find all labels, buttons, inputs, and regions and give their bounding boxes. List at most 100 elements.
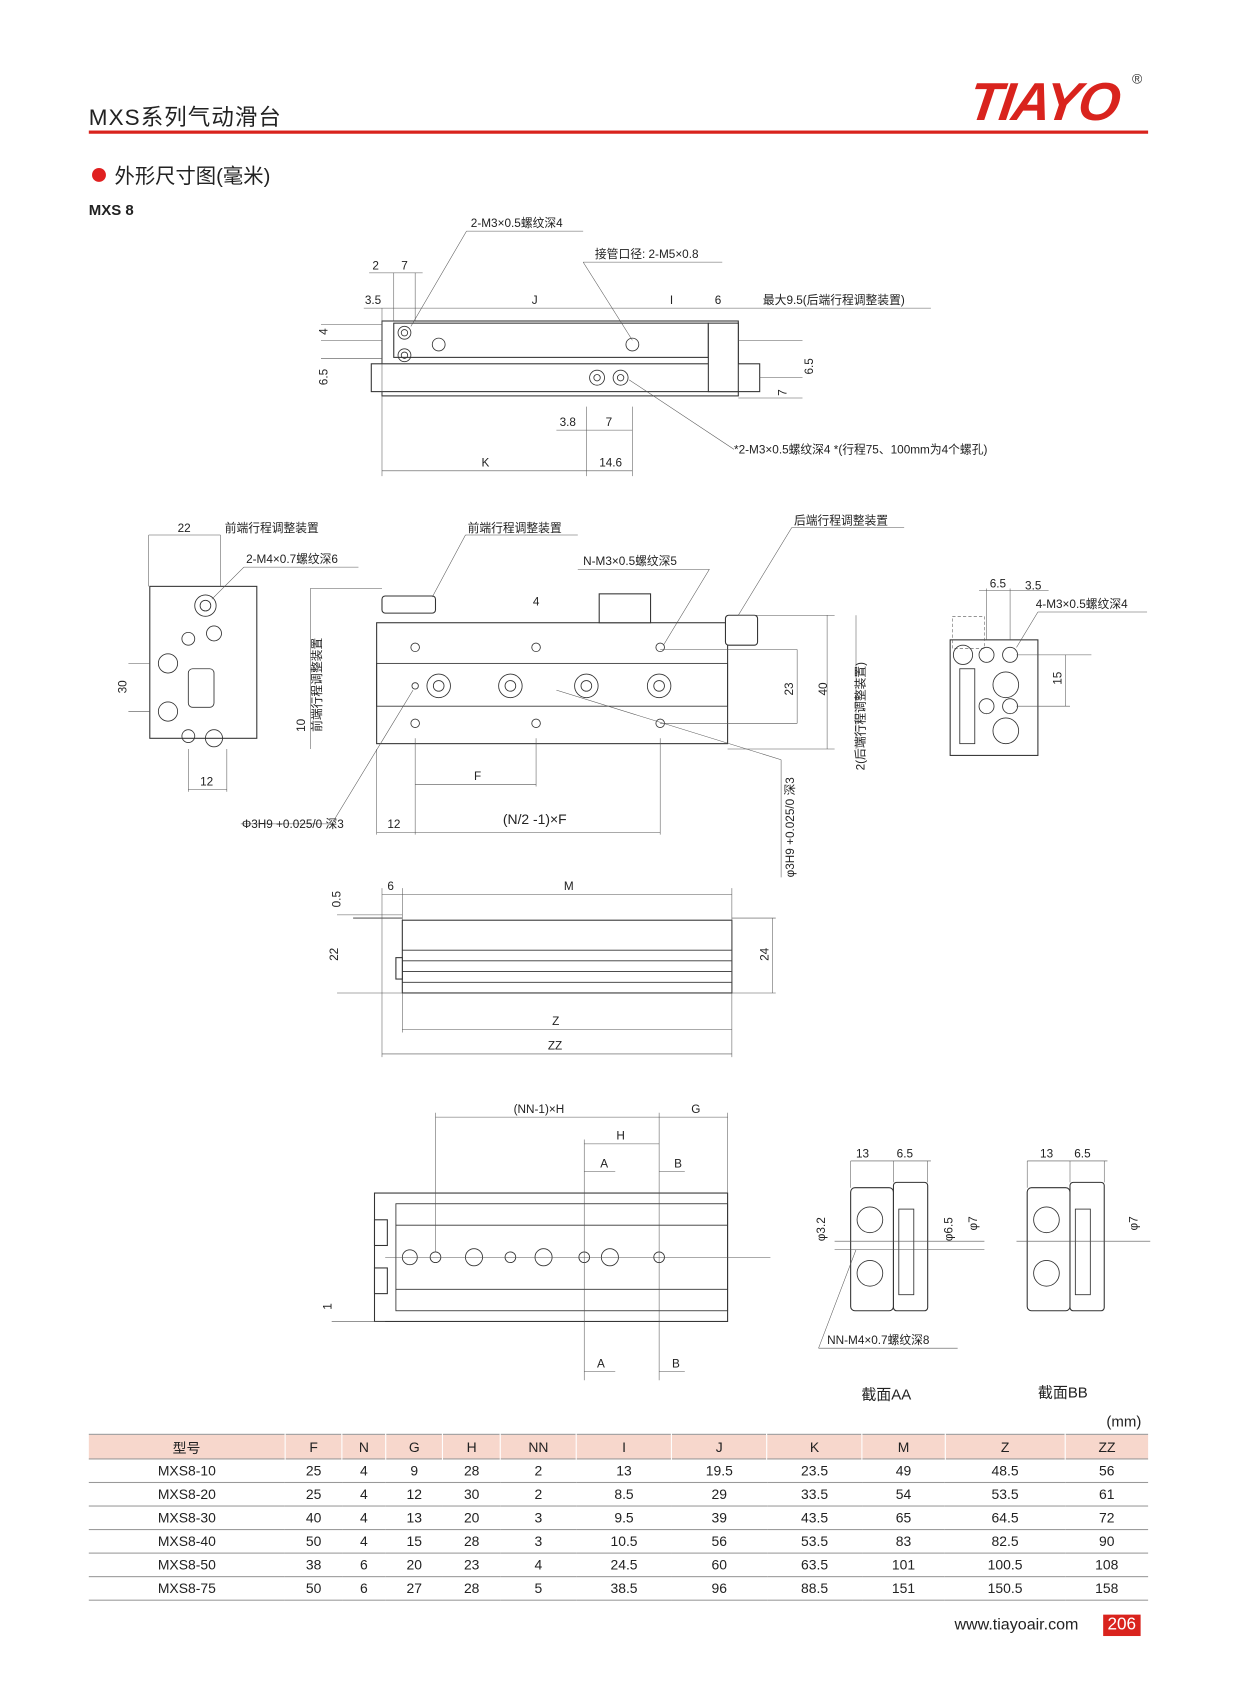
table-cell: 83 xyxy=(862,1529,945,1554)
dim-label: φ7 xyxy=(1127,1216,1140,1230)
table-cell: 65 xyxy=(862,1506,945,1531)
column-header: Z xyxy=(944,1434,1066,1459)
table-cell: 13 xyxy=(576,1458,672,1484)
column-header: G xyxy=(384,1434,443,1459)
table-cell: 96 xyxy=(671,1576,767,1601)
dim-label: 1 xyxy=(322,1303,335,1310)
table-cell: 19.5 xyxy=(671,1458,767,1484)
table-cell: 38 xyxy=(284,1553,343,1578)
table-cell: 27 xyxy=(385,1576,443,1601)
dim-label: (N/2 -1)×F xyxy=(503,811,567,827)
dim-label: 6.5 xyxy=(317,368,330,385)
table-cell: MXS8-40 xyxy=(88,1529,285,1554)
table-cell: 23.5 xyxy=(766,1458,863,1484)
table-cell: 150.5 xyxy=(944,1576,1066,1601)
table-cell: 40 xyxy=(284,1506,343,1531)
table-cell: 10.5 xyxy=(576,1529,672,1554)
dim-label: 13 xyxy=(1040,1148,1054,1161)
column-header: N xyxy=(341,1434,386,1459)
top-view-drawing: 2-M3×0.5螺纹深4 接管口径: 2-M5×0.8 2 7 3.5 J I … xyxy=(317,216,987,477)
dim-label: 前端行程调整装置 xyxy=(310,638,324,732)
model-label: MXS 8 xyxy=(88,201,134,219)
column-header: ZZ xyxy=(1064,1434,1149,1459)
table-cell: 3 xyxy=(500,1506,577,1531)
left-end-view-drawing: 22 前端行程调整装置 2-M4×0.7螺纹深6 30 12 xyxy=(116,521,359,792)
dim-label: 14.6 xyxy=(599,457,622,470)
dim-label: 6 xyxy=(715,294,722,307)
section-aa-title: 截面AA xyxy=(861,1387,911,1404)
dim-label: 13 xyxy=(856,1148,870,1161)
dim-label: 4 xyxy=(317,328,330,335)
dim-label: φ3H9 +0.025/0 深3 xyxy=(783,777,797,878)
dim-label: 后端行程调整装置 xyxy=(794,513,888,527)
table-cell: 64.5 xyxy=(944,1506,1066,1531)
table-cell: 28 xyxy=(442,1458,501,1484)
section-title: 外形尺寸图(毫米) xyxy=(114,165,271,189)
dim-label: G xyxy=(691,1103,700,1116)
table-cell: 9 xyxy=(385,1458,443,1484)
dim-label: Φ3H9 +0.025/0 深3 xyxy=(242,817,344,831)
table-cell: 48.5 xyxy=(944,1458,1066,1484)
table-cell: 4 xyxy=(342,1506,386,1531)
dim-label: 22 xyxy=(328,948,341,961)
dim-label: 前端行程调整装置 xyxy=(225,521,319,535)
table-cell: 15 xyxy=(385,1529,443,1554)
dim-label: φ3.2 xyxy=(815,1217,828,1241)
header-divider xyxy=(88,130,1149,134)
table-cell: MXS8-75 xyxy=(88,1576,285,1601)
dim-label: 3.5 xyxy=(365,294,382,307)
table-cell: 4 xyxy=(342,1529,386,1554)
table-cell: 5 xyxy=(500,1576,577,1601)
table-cell: 72 xyxy=(1065,1506,1149,1531)
side-view-drawing: 0.5 6 M 22 24 Z ZZ xyxy=(328,880,776,1058)
table-cell: 4 xyxy=(342,1482,386,1507)
dim-label: 2-M4×0.7螺纹深6 xyxy=(246,552,338,566)
dim-label: K xyxy=(482,457,490,470)
table-cell: 88.5 xyxy=(766,1576,863,1601)
dim-label: 接管口径: 2-M5×0.8 xyxy=(595,247,699,261)
table-cell: 25 xyxy=(284,1458,343,1484)
dim-label: NN-M4×0.7螺纹深8 xyxy=(827,1333,930,1347)
table-cell: 6 xyxy=(342,1576,386,1601)
table-cell: 108 xyxy=(1065,1553,1149,1578)
table-cell: 43.5 xyxy=(766,1506,863,1531)
bullet-icon xyxy=(92,167,106,182)
dim-label: 7 xyxy=(401,260,408,273)
dim-label: 15 xyxy=(1051,671,1064,685)
table-cell: 61 xyxy=(1065,1482,1149,1507)
table-cell: 4 xyxy=(342,1458,386,1484)
registered-mark: ® xyxy=(1132,70,1143,87)
dim-label: 0.5 xyxy=(330,891,343,908)
table-cell: 101 xyxy=(862,1553,945,1578)
table-cell: MXS8-30 xyxy=(88,1506,285,1531)
dim-label: (NN-1)×H xyxy=(514,1103,565,1116)
column-header: I xyxy=(575,1434,672,1459)
table-cell: 2 xyxy=(500,1458,577,1484)
table-cell: 28 xyxy=(442,1529,501,1554)
table-cell: 20 xyxy=(385,1553,443,1578)
dim-label: 12 xyxy=(200,775,213,788)
table-cell: 151 xyxy=(862,1576,945,1601)
section-bb-drawing: 13 6.5 φ7 截面BB xyxy=(1016,1148,1151,1401)
right-end-view-drawing: 6.5 3.5 4-M3×0.5螺纹深4 15 xyxy=(949,577,1148,756)
dim-label: A xyxy=(600,1157,608,1170)
dim-label: F xyxy=(474,770,481,783)
dim-label: 3.5 xyxy=(1025,580,1042,593)
table-cell: 25 xyxy=(284,1482,343,1507)
table-cell: 63.5 xyxy=(766,1553,863,1578)
page-number: 206 xyxy=(1103,1614,1141,1637)
table-cell: 54 xyxy=(862,1482,945,1507)
table-cell: 158 xyxy=(1065,1576,1149,1601)
table-cell: 53.5 xyxy=(944,1482,1066,1507)
table-cell: 50 xyxy=(284,1576,343,1601)
dim-label: 2-M3×0.5螺纹深4 xyxy=(471,216,563,230)
dim-label: *2-M3×0.5螺纹深4 *(行程75、100mm为4个螺孔) xyxy=(734,443,987,457)
table-cell: 8.5 xyxy=(576,1482,672,1507)
table-cell: 6 xyxy=(342,1553,386,1578)
